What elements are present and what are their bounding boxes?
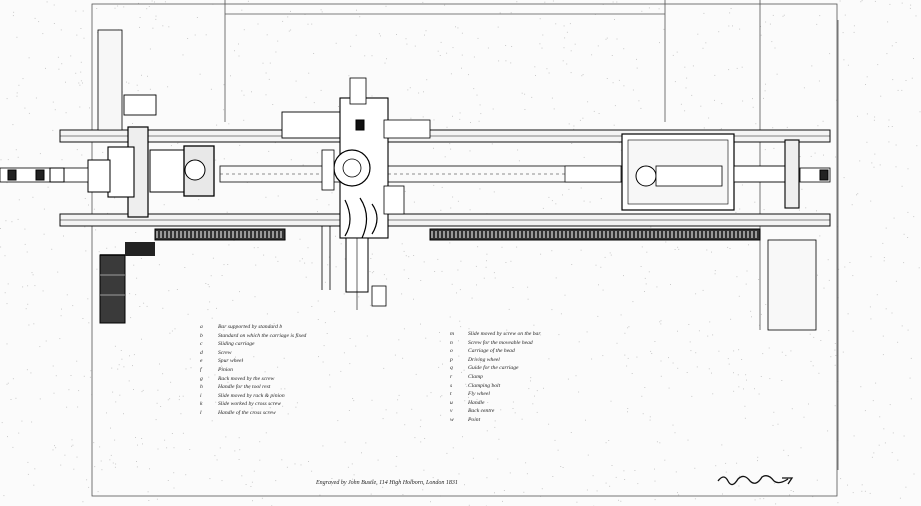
legend-entry: v Back centre xyxy=(450,407,695,416)
engraver-signature xyxy=(717,475,794,486)
legend-key: b xyxy=(200,332,203,339)
legend-text: Screw for the moveable head xyxy=(468,339,533,346)
legend-right-column: m Slide moved by screw on the bar n Screw f… xyxy=(450,330,695,425)
legend-entry: g Rack moved by the screw xyxy=(200,375,422,384)
legend-key: h xyxy=(200,384,203,391)
legend-entry: t Fly wheel xyxy=(450,390,695,399)
legend-entry: a Bar supported by standard b xyxy=(200,323,422,332)
legend-text: Handle for the tool rest xyxy=(218,384,271,391)
legend-key: s xyxy=(450,382,453,389)
tailstock xyxy=(564,133,831,331)
headstock xyxy=(0,29,215,218)
legend-text: Clamp xyxy=(468,373,483,380)
legend-text: Slide worked by cross screw xyxy=(218,401,281,408)
legend-entry: d Screw xyxy=(200,349,422,358)
legend-key: g xyxy=(200,375,203,382)
legend-left-column: a Bar supported by standard b b Standard on… xyxy=(200,323,422,418)
legend-entry: f Pinion xyxy=(200,366,422,375)
legend-key: m xyxy=(450,331,455,337)
legend-entry: m Slide moved by screw on the bar xyxy=(450,330,695,339)
legend-key: k xyxy=(200,401,203,408)
left-standard xyxy=(99,242,155,324)
legend-entry: c Sliding carriage xyxy=(200,340,422,349)
legend-text: Fly wheel xyxy=(468,391,490,398)
legend-key: a xyxy=(200,324,203,330)
legend-entry: e Spur wheel xyxy=(200,357,422,366)
legend-entry: h Handle for the tool rest xyxy=(200,383,422,392)
legend-text: Clamping bolt xyxy=(468,382,501,389)
legend-key: o xyxy=(450,348,453,355)
legend-entry: q Guide for the carriage xyxy=(450,364,695,373)
legend-entry: r Clamp xyxy=(450,373,695,382)
legend-key: q xyxy=(450,365,453,372)
legend-text: Point xyxy=(468,416,481,423)
legend-key: t xyxy=(450,391,452,398)
legend-text: Sliding carriage xyxy=(218,341,255,348)
legend-key: p xyxy=(450,356,453,363)
legend-entry: u Handle xyxy=(450,399,695,408)
legend-entry: p Driving wheel xyxy=(450,356,695,365)
legend-text: Driving wheel xyxy=(468,356,500,363)
legend-key: u xyxy=(450,399,453,406)
legend-key: e xyxy=(200,358,203,365)
legend-text: Pinion xyxy=(218,366,233,373)
legend-key: f xyxy=(200,366,202,373)
imprint-line: Engraved by John Bustle, 114 High Holbor… xyxy=(316,480,458,486)
legend-text: Guide for the carriage xyxy=(468,365,519,372)
legend-entry: o Carriage of the head xyxy=(450,347,695,356)
legend-key: v xyxy=(450,408,453,415)
legend-key: d xyxy=(200,349,203,356)
legend-key: n xyxy=(450,339,453,346)
rack xyxy=(154,228,761,241)
background-frame xyxy=(91,0,839,497)
legend-text: Screw xyxy=(218,349,232,356)
legend-text: Back centre xyxy=(468,408,495,415)
legend-key: i xyxy=(200,392,202,399)
legend-text: Bar supported by standard b xyxy=(218,324,283,330)
legend-entry: k Slide worked by cross screw xyxy=(200,400,422,409)
legend-key: r xyxy=(450,373,453,380)
legend-key: l xyxy=(200,409,202,416)
legend-entry: n Screw for the moveable head xyxy=(450,339,695,348)
legend-entry: i Slide moved by rack & pinion xyxy=(200,392,422,401)
legend-entry: b Standard on which the carriage is fixed xyxy=(200,332,422,341)
legend-text: Standard on which the carriage is fixed xyxy=(218,332,307,339)
legend-entry: w Point xyxy=(450,416,695,425)
legend-text: Handle of the cross screw xyxy=(218,409,276,416)
legend-text: Spur wheel xyxy=(218,358,244,365)
legend-text: Rack moved by the screw xyxy=(218,375,275,382)
legend-key: c xyxy=(200,341,203,348)
legend-text: Slide moved by screw on the bar xyxy=(468,331,541,337)
legend-entry: s Clamping bolt xyxy=(450,382,695,391)
legend-text: Slide moved by rack & pinion xyxy=(218,392,285,399)
legend-entry: l Handle of the cross screw xyxy=(200,409,422,418)
legend-text: Handle xyxy=(468,399,485,406)
legend-key: w xyxy=(450,416,454,423)
legend-text: Carriage of the head xyxy=(468,348,515,355)
sliding-carriage xyxy=(281,77,431,310)
